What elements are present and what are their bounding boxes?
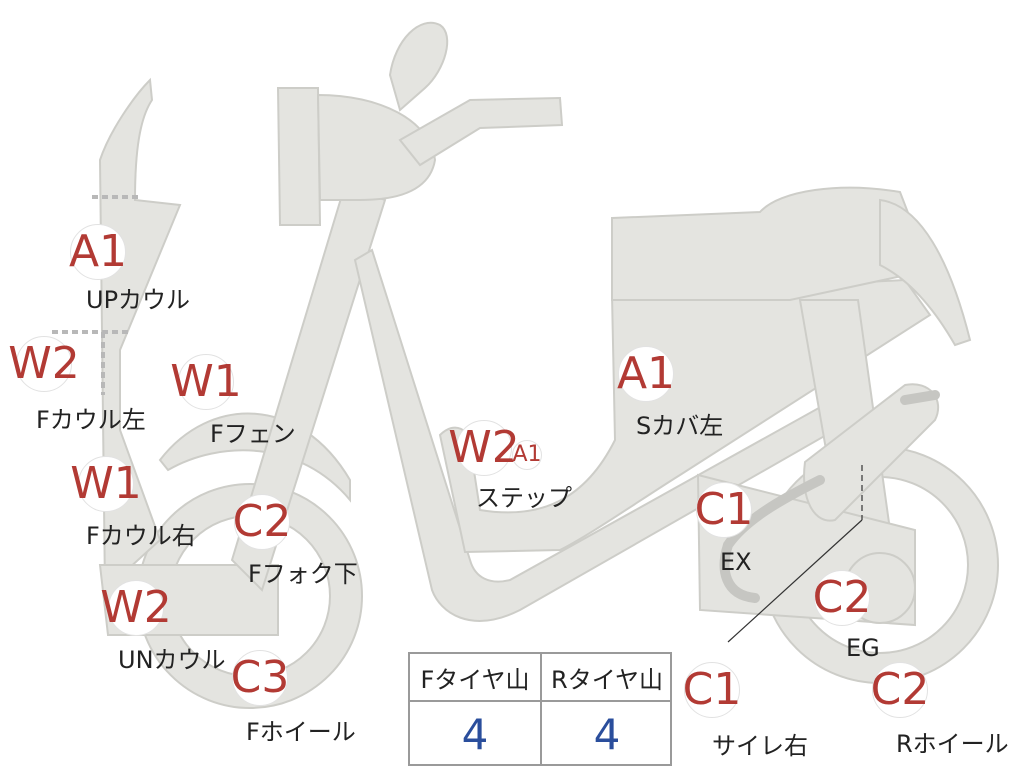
silencer-label: サイレ右 [712,732,808,760]
rear-stand-shape [900,390,940,405]
handlebar-shape [398,96,564,167]
exhaust-pipe-shape [719,475,825,603]
r-wheel-label: Rホイール [896,730,1009,758]
frame-shape [353,248,872,622]
eg-label: EG [846,634,880,662]
c1-silencer-badge: C1 [683,662,741,718]
s-cover-label: Sカバ左 [636,412,724,440]
up-cowl-label: UPカウル [86,286,191,314]
tire-tread-table: Fタイヤ山 Rタイヤ山 4 4 [408,652,672,766]
f-fender-label: Fフェン [210,420,296,448]
c3-f-wheel-badge: C3 [231,650,289,706]
a1-step-badge: A1 [512,440,542,470]
tail-shape [879,198,972,347]
front-cowl-shape [98,77,182,593]
w1-f-fender-badge: W1 [170,354,242,410]
c2-r-wheel-badge: C2 [871,662,929,718]
w2-un-cowl-badge: W2 [100,580,172,636]
w1-f-cowl-right-badge: W1 [70,456,142,512]
front-tire-header: Fタイヤ山 [420,665,530,694]
step-label: ステップ [476,484,572,512]
c2-eg-badge: C2 [813,570,871,626]
f-cowl-right-label: Fカウル右 [86,522,196,550]
c2-f-fork-badge: C2 [233,494,291,550]
a1-s-cover-badge: A1 [617,346,675,402]
f-fork-label: Fフォク下 [248,560,358,588]
front-fork-shape [230,183,387,592]
silencer-shape [803,383,940,522]
front-tire-value: 4 [461,709,489,759]
mirror-shape [388,22,449,112]
silencer-leader-line [727,519,863,643]
w2-f-cowl-left-badge: W2 [8,336,80,392]
head-cover-shape [316,93,437,201]
ex-label: EX [720,548,752,576]
a1-up-cowl-badge: A1 [69,224,127,280]
un-cowl-label: UNカウル [118,646,226,674]
w2-step-badge: W2 [448,420,520,476]
f-wheel-label: Fホイール [246,718,356,746]
f-cowl-left-label: Fカウル左 [36,406,146,434]
table-divider-vertical [540,654,542,764]
c1-ex-badge: C1 [695,482,753,538]
rear-tire-header: Rタイヤ山 [551,665,663,694]
rear-tire-value: 4 [593,709,621,759]
headlight-shape [276,87,322,226]
